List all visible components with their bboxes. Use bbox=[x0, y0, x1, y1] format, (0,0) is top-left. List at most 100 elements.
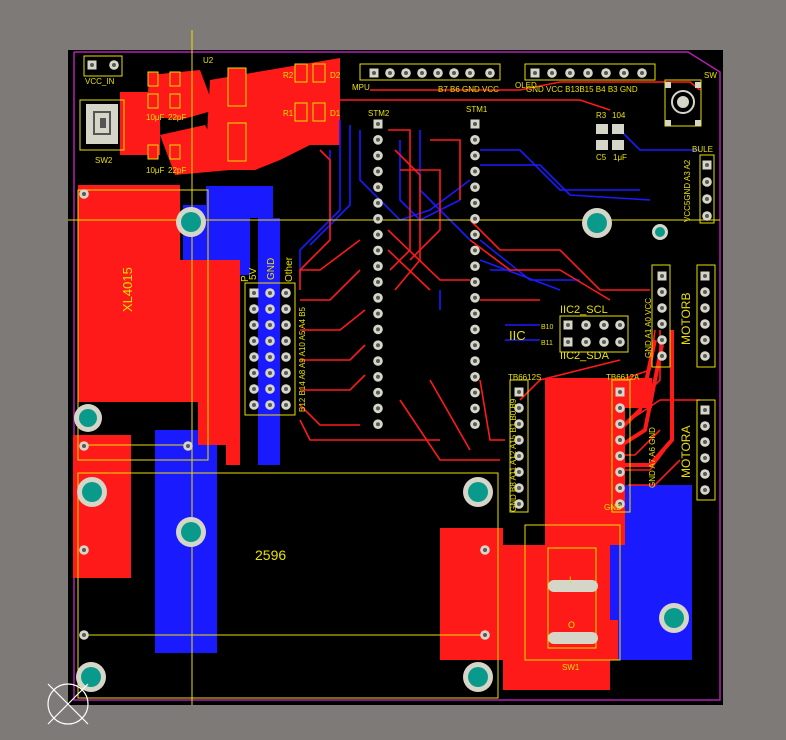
pin-pad[interactable] bbox=[700, 469, 710, 479]
pin-pad[interactable] bbox=[615, 483, 625, 493]
pin-pad[interactable] bbox=[702, 160, 712, 170]
pin-pad[interactable] bbox=[281, 384, 291, 394]
pin-pad[interactable] bbox=[700, 319, 710, 329]
pin-pad[interactable] bbox=[281, 368, 291, 378]
pin-pad[interactable] bbox=[281, 400, 291, 410]
pin-pad[interactable] bbox=[281, 288, 291, 298]
pin-pad[interactable] bbox=[373, 135, 383, 145]
pin-pad[interactable] bbox=[700, 405, 710, 415]
pin-pad[interactable] bbox=[657, 335, 667, 345]
pin-pad[interactable] bbox=[373, 119, 383, 129]
pin-pad[interactable] bbox=[265, 288, 275, 298]
pin-pad[interactable] bbox=[249, 336, 259, 346]
pin-pad[interactable] bbox=[373, 245, 383, 256]
pin-pad[interactable] bbox=[373, 229, 383, 240]
pin-pad[interactable] bbox=[373, 214, 383, 224]
pin-pad[interactable] bbox=[657, 287, 667, 297]
pin-pad[interactable] bbox=[373, 308, 383, 319]
pin-pad[interactable] bbox=[249, 352, 259, 362]
pin-pad[interactable] bbox=[373, 166, 383, 177]
pin-pad[interactable] bbox=[615, 403, 625, 413]
pin-pad[interactable] bbox=[470, 356, 480, 366]
pin-pad[interactable] bbox=[265, 336, 275, 346]
pin-pad[interactable] bbox=[702, 194, 712, 204]
button-sw[interactable] bbox=[665, 82, 701, 126]
pin-pad[interactable] bbox=[470, 198, 480, 208]
pin-pad[interactable] bbox=[470, 403, 480, 414]
pin-pad[interactable] bbox=[265, 304, 275, 314]
switch-sw2[interactable] bbox=[86, 104, 118, 144]
pin-pad[interactable] bbox=[470, 119, 480, 129]
pin-pad[interactable] bbox=[615, 387, 625, 397]
pin-pad[interactable] bbox=[470, 229, 480, 240]
pin-pad[interactable] bbox=[470, 308, 480, 319]
pin-pad[interactable] bbox=[249, 400, 259, 410]
pin-pad[interactable] bbox=[470, 277, 480, 287]
pin-pad[interactable] bbox=[373, 403, 383, 414]
pin-pad[interactable] bbox=[249, 384, 259, 394]
pin-pad[interactable] bbox=[700, 287, 710, 297]
pin-pad[interactable] bbox=[470, 135, 480, 145]
pin-pad[interactable] bbox=[700, 303, 710, 313]
pin-pad[interactable] bbox=[249, 320, 259, 330]
label-iic2-scl: IIC2_SCL bbox=[560, 304, 608, 316]
pin-pad[interactable] bbox=[470, 340, 480, 350]
pin-pad[interactable] bbox=[470, 261, 480, 271]
pin-pad[interactable] bbox=[470, 214, 480, 224]
pin-pad[interactable] bbox=[702, 177, 712, 187]
pin-pad[interactable] bbox=[470, 293, 480, 303]
pin-pad[interactable] bbox=[470, 387, 480, 398]
pin-pad[interactable] bbox=[615, 419, 625, 429]
pin-pad[interactable] bbox=[700, 351, 710, 361]
pin-pad[interactable] bbox=[615, 435, 625, 445]
pin-pad[interactable] bbox=[657, 271, 667, 281]
pin-pad[interactable] bbox=[702, 211, 712, 221]
pin-pad[interactable] bbox=[700, 421, 710, 431]
switch-sw1[interactable] bbox=[548, 580, 598, 644]
pin-pad[interactable] bbox=[373, 150, 383, 161]
pin-pad[interactable] bbox=[281, 336, 291, 346]
pin-pad[interactable] bbox=[249, 288, 259, 298]
pin-pad[interactable] bbox=[470, 419, 480, 429]
pin-pad[interactable] bbox=[657, 351, 667, 361]
pin-pad[interactable] bbox=[700, 485, 710, 495]
pin-pad[interactable] bbox=[700, 271, 710, 281]
pin-pad[interactable] bbox=[373, 293, 383, 303]
pin-pad[interactable] bbox=[470, 182, 480, 192]
pin-pad[interactable] bbox=[249, 368, 259, 378]
pin-pad[interactable] bbox=[281, 304, 291, 314]
pin-pad[interactable] bbox=[470, 324, 480, 335]
pin-pad[interactable] bbox=[657, 303, 667, 313]
pin-pad[interactable] bbox=[373, 198, 383, 208]
pin-pad[interactable] bbox=[700, 335, 710, 345]
pin-pad[interactable] bbox=[265, 400, 275, 410]
pin-pad[interactable] bbox=[265, 352, 275, 362]
pin-pad[interactable] bbox=[265, 368, 275, 378]
pin-pad[interactable] bbox=[265, 384, 275, 394]
pin-pad[interactable] bbox=[265, 320, 275, 330]
pin-pad[interactable] bbox=[373, 324, 383, 335]
pin-pad[interactable] bbox=[514, 387, 524, 397]
pin-pad[interactable] bbox=[615, 467, 625, 477]
pin-pad[interactable] bbox=[281, 320, 291, 330]
pin-pad[interactable] bbox=[470, 372, 480, 382]
pin-pad[interactable] bbox=[373, 261, 383, 271]
pin-pad[interactable] bbox=[657, 319, 667, 329]
pin-pad[interactable] bbox=[281, 352, 291, 362]
pin-pad[interactable] bbox=[700, 437, 710, 447]
pin-pad[interactable] bbox=[373, 387, 383, 398]
pin-pad[interactable] bbox=[373, 277, 383, 287]
pin-pad[interactable] bbox=[700, 453, 710, 463]
pin-pad[interactable] bbox=[470, 245, 480, 256]
pin-pad[interactable] bbox=[373, 356, 383, 366]
pin-pad[interactable] bbox=[249, 304, 259, 314]
label-b11: B11 bbox=[541, 340, 553, 347]
pin-pad[interactable] bbox=[373, 340, 383, 350]
pin-pad[interactable] bbox=[373, 419, 383, 429]
pin-pad[interactable] bbox=[373, 372, 383, 382]
pin-pad[interactable] bbox=[373, 182, 383, 192]
pin-pad[interactable] bbox=[470, 166, 480, 177]
pin-pad[interactable] bbox=[470, 150, 480, 161]
pin-pad[interactable] bbox=[615, 451, 625, 461]
